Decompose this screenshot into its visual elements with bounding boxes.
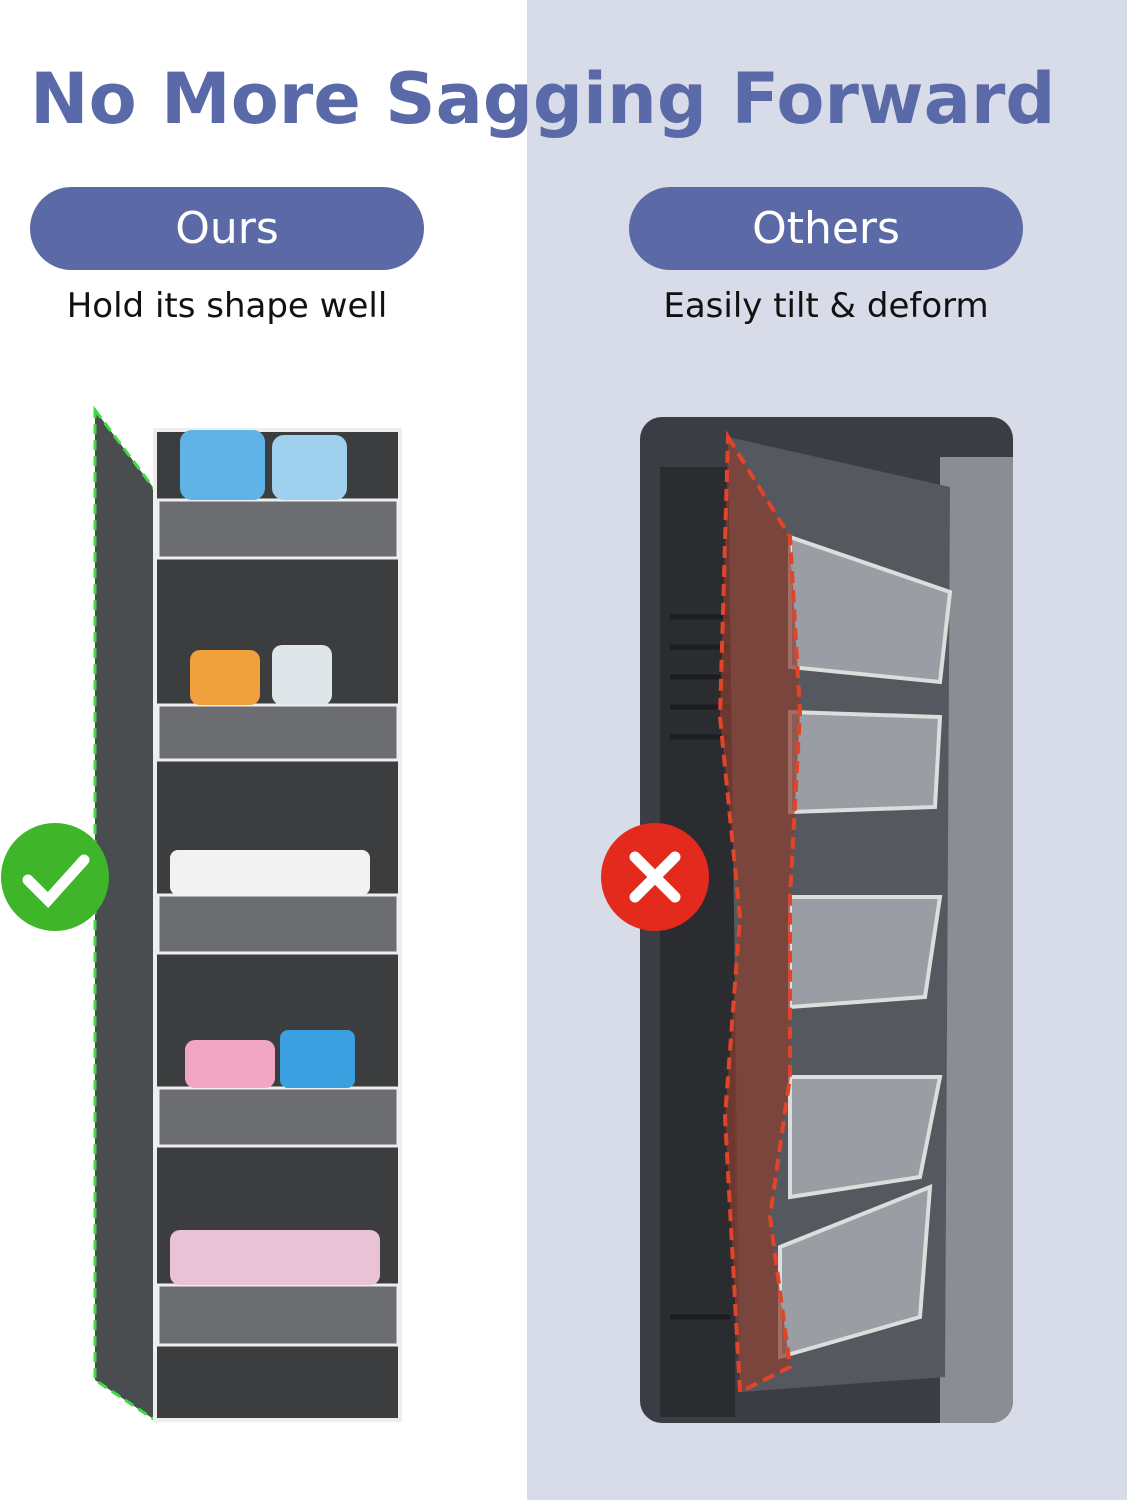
others-caption: Easily tilt & deform xyxy=(663,286,989,326)
check-icon-badge xyxy=(1,823,109,931)
headline: No More Sagging Forward xyxy=(30,58,1056,140)
others-organizer-photo xyxy=(640,417,1013,1423)
x-icon-badge xyxy=(601,823,709,931)
ours-caption: Hold its shape well xyxy=(66,286,388,326)
shelf-front xyxy=(156,1283,400,1347)
x-icon xyxy=(629,851,681,903)
shelf-front xyxy=(156,1086,400,1148)
shelf-front xyxy=(156,893,400,955)
shelf-front xyxy=(156,498,400,560)
deformed-outline xyxy=(717,430,803,1396)
side-mesh-panel xyxy=(95,410,155,1420)
others-label-pill: Others xyxy=(629,187,1023,270)
ours-label-pill: Ours xyxy=(30,187,424,270)
ours-organizer-image xyxy=(1,405,402,1423)
shelf-front xyxy=(156,703,400,762)
check-icon xyxy=(22,854,90,908)
